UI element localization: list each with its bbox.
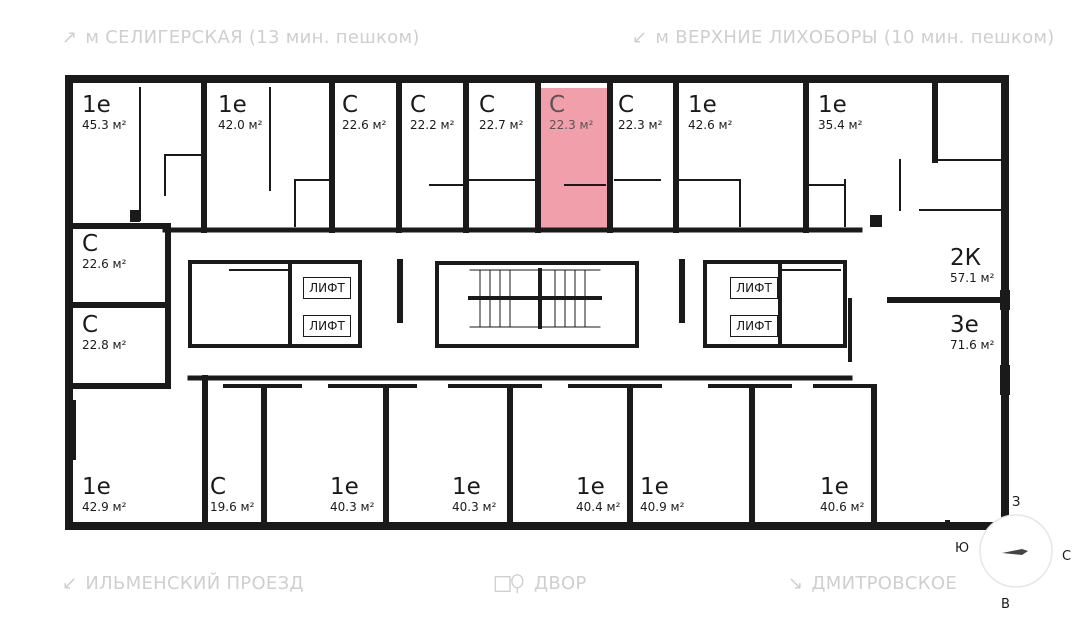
compass-label-n: З: [1012, 495, 1021, 510]
compass-label-w: Ю: [955, 541, 970, 556]
arrow-down-right-icon: ↘: [788, 573, 804, 594]
arrow-up-right-icon: ↗: [62, 27, 78, 48]
street-label-yard: ДВОР: [492, 573, 587, 595]
arrow-down-left-icon: ↙: [632, 27, 648, 48]
yard-tree-icon: [494, 574, 524, 594]
compass-label-s: В: [1001, 597, 1010, 612]
street-label-seligerskaya: ↗м СЕЛИГЕРСКАЯ (13 мин. пешком): [62, 27, 420, 48]
arrow-down-left-icon: ↙: [62, 573, 78, 594]
street-label-ilmensky: ↙ИЛЬМЕНСКИЙ ПРОЕЗД: [62, 573, 304, 594]
compass-needle-icon: [1002, 549, 1028, 555]
lift-label: ЛИФТ: [730, 277, 778, 299]
lift-label: ЛИФТ: [730, 315, 778, 337]
street-label-verkhnie-likhobory: ↙м ВЕРХНИЕ ЛИХОБОРЫ (10 мин. пешком): [632, 27, 1055, 48]
compass: [979, 514, 1053, 588]
street-label-dmitrovskoe: ↘ДМИТРОВСКОЕ: [788, 573, 958, 594]
top-partitions: [201, 76, 938, 233]
highlighted-apartment[interactable]: [541, 88, 607, 230]
bottom-partitions: [202, 375, 877, 529]
lift-label: ЛИФТ: [303, 277, 351, 299]
lift-label: ЛИФТ: [303, 315, 351, 337]
compass-label-e: С: [1062, 549, 1072, 564]
